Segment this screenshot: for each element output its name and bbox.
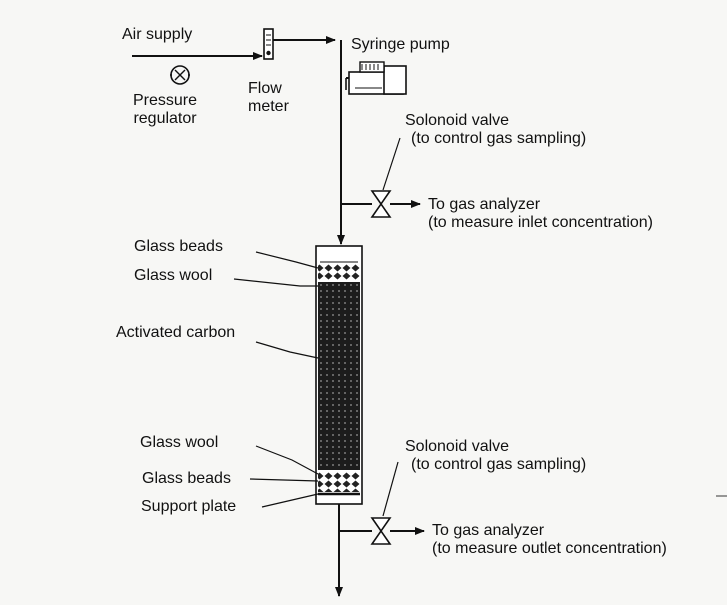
flow-meter-label-line1: Flow	[248, 80, 282, 97]
pressure-regulator-icon	[170, 65, 190, 85]
valve-bottom-label: Solonoid valve (to control gas sampling)	[405, 438, 586, 474]
air-supply-label: Air supply	[122, 26, 193, 43]
syringe-pump-label: Syringe pump	[351, 36, 450, 53]
solenoid-valve-top-icon	[370, 190, 392, 218]
flow-meter-label: Flow meter	[248, 80, 289, 116]
label-leader-lines	[233, 251, 319, 508]
valve-top-pointer	[382, 137, 401, 191]
analyzer-bottom-label: To gas analyzer (to measure outlet conce…	[432, 522, 667, 558]
valve-bottom-pointer	[382, 461, 399, 517]
glass-beads-bottom-layer	[318, 472, 360, 492]
valve-top-label-line1: Solonoid valve	[405, 112, 510, 129]
analyzer-top-label-line1: To gas analyzer	[428, 196, 541, 213]
glass-beads-top-label: Glass beads	[134, 238, 223, 255]
activated-carbon-bed	[318, 282, 360, 470]
support-plate-label: Support plate	[141, 498, 237, 515]
valve-bottom-label-line2: (to control gas sampling)	[411, 456, 587, 473]
pressure-regulator-label: Pressure regulator	[133, 92, 197, 128]
solenoid-valve-bottom-icon	[370, 517, 392, 545]
analyzer-bottom-label-line1: To gas analyzer	[432, 522, 545, 539]
glass-beads-top-layer	[318, 264, 360, 280]
glass-wool-bottom-label: Glass wool	[140, 434, 219, 451]
valve-top-label: Solonoid valve (to control gas sampling)	[405, 112, 586, 148]
glass-beads-bottom-label: Glass beads	[142, 470, 231, 487]
pressure-regulator-label-line1: Pressure	[133, 92, 198, 109]
valve-top-label-line2: (to control gas sampling)	[411, 130, 587, 147]
adsorption-column	[315, 245, 363, 505]
glass-wool-top-label: Glass wool	[134, 267, 213, 284]
flow-meter-label-line2: meter	[248, 98, 289, 115]
activated-carbon-label: Activated carbon	[116, 324, 236, 341]
pressure-regulator-label-line2: regulator	[133, 110, 197, 127]
flow-meter-icon	[263, 28, 274, 60]
analyzer-top-label-line2: (to measure inlet concentration)	[428, 214, 653, 231]
analyzer-top-label: To gas analyzer (to measure inlet concen…	[428, 196, 653, 232]
analyzer-bottom-label-line2: (to measure outlet concentration)	[432, 540, 667, 557]
syringe-pump-icon	[346, 61, 407, 95]
valve-bottom-label-line1: Solonoid valve	[405, 438, 510, 455]
